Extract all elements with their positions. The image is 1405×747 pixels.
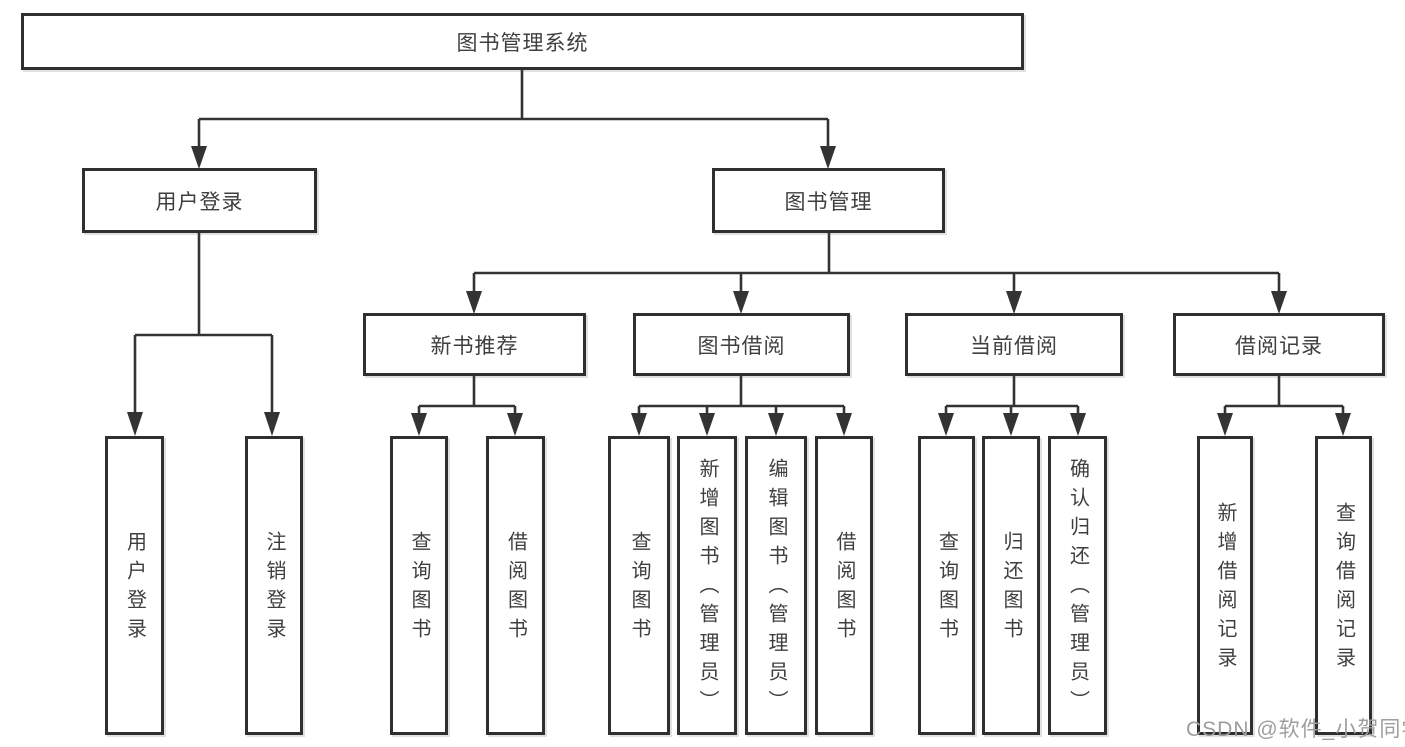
- arrow-down-icon: [768, 413, 784, 436]
- arrow-down-icon: [507, 413, 523, 436]
- arrow-down-icon: [191, 146, 207, 169]
- leaf-query-books-2: 查询图书: [608, 436, 670, 735]
- node-current-borrow: 当前借阅: [905, 313, 1123, 376]
- leaf-query-books-1: 查询图书: [390, 436, 448, 735]
- arrow-down-icon: [836, 413, 852, 436]
- arrow-down-icon: [1006, 291, 1022, 314]
- connector-borrow-record-children: [1217, 376, 1351, 436]
- leaf-borrow-books-2: 借阅图书: [815, 436, 873, 735]
- connector-book-borrow-children: [631, 376, 852, 436]
- node-new-book-recommend: 新书推荐: [363, 313, 586, 376]
- arrow-down-icon: [466, 291, 482, 314]
- node-book-management: 图书管理: [712, 168, 945, 233]
- leaf-borrow-books-1: 借阅图书: [486, 436, 545, 735]
- arrow-down-icon: [1335, 413, 1351, 436]
- connector-new-book-children: [411, 376, 523, 436]
- arrow-down-icon: [1070, 413, 1086, 436]
- csdn-watermark: CSDN @软件_小贺同学: [1186, 718, 1405, 741]
- arrow-down-icon: [938, 413, 954, 436]
- leaf-return-book: 归还图书: [982, 436, 1040, 735]
- leaf-logout: 注销登录: [245, 436, 303, 735]
- arrow-down-icon: [1217, 413, 1233, 436]
- arrow-down-icon: [733, 291, 749, 314]
- arrow-down-icon: [127, 412, 143, 436]
- connector-root-to-level2: [191, 70, 836, 169]
- connector-current-borrow-children: [938, 376, 1086, 436]
- arrow-down-icon: [820, 146, 836, 169]
- leaf-user-login: 用户登录: [105, 436, 164, 735]
- leaf-query-borrow-record: 查询借阅记录: [1315, 436, 1372, 735]
- arrow-down-icon: [411, 413, 427, 436]
- arrow-down-icon: [1271, 291, 1287, 314]
- connector-user-login-children: [127, 233, 280, 436]
- node-root-system: 图书管理系统: [21, 13, 1024, 70]
- leaf-add-borrow-record: 新增借阅记录: [1197, 436, 1253, 735]
- leaf-add-book-admin: 新增图书（管理员）: [677, 436, 737, 735]
- node-user-login: 用户登录: [82, 168, 317, 233]
- arrow-down-icon: [699, 413, 715, 436]
- arrow-down-icon: [631, 413, 647, 436]
- connector-book-management-children: [466, 233, 1287, 314]
- leaf-confirm-return-admin: 确认归还（管理员）: [1048, 436, 1107, 735]
- node-borrow-record: 借阅记录: [1173, 313, 1385, 376]
- node-book-borrow: 图书借阅: [633, 313, 850, 376]
- arrow-down-icon: [1003, 413, 1019, 436]
- arrow-down-icon: [264, 412, 280, 436]
- leaf-edit-book-admin: 编辑图书（管理员）: [745, 436, 807, 735]
- leaf-query-books-3: 查询图书: [918, 436, 975, 735]
